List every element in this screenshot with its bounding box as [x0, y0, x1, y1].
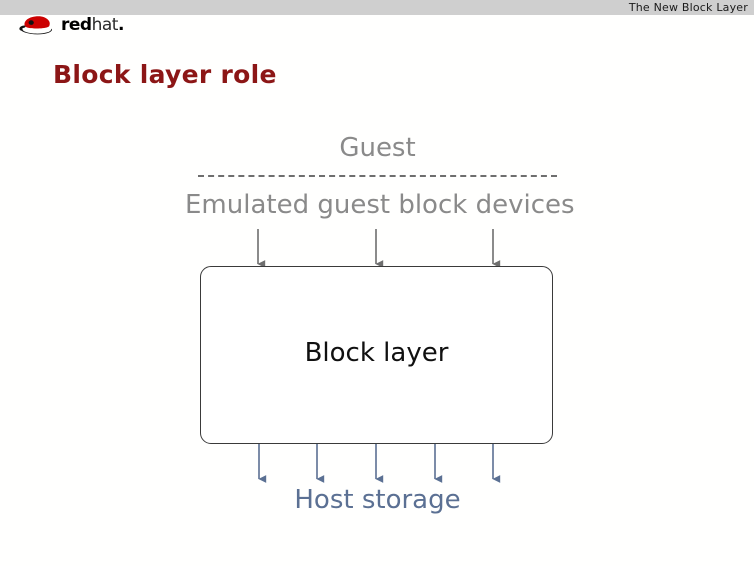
- redhat-logo: redhat.: [18, 13, 133, 41]
- logo-word-red: red: [61, 15, 92, 35]
- block-layer-box: [200, 266, 553, 444]
- host-storage-label: Host storage: [294, 485, 461, 515]
- logo-word-hat: hat: [91, 15, 119, 35]
- guest-label: Guest: [339, 133, 416, 163]
- incoming-arrow: [257, 229, 501, 268]
- page-title: Block layer role: [53, 60, 277, 89]
- guest-host-divider: [198, 175, 557, 177]
- outgoing-arrow: [258, 444, 501, 483]
- block-layer-label: Block layer: [304, 338, 449, 368]
- header-bar: [0, 0, 754, 15]
- emulated-guest-block-devices-label: Emulated guest block devices: [185, 190, 575, 220]
- redhat-shadowman-icon: [19, 16, 53, 35]
- presentation-title: The New Block Layer: [628, 1, 748, 14]
- redhat-wordmark: redhat.: [61, 16, 124, 35]
- logo-word-dot: .: [117, 15, 125, 35]
